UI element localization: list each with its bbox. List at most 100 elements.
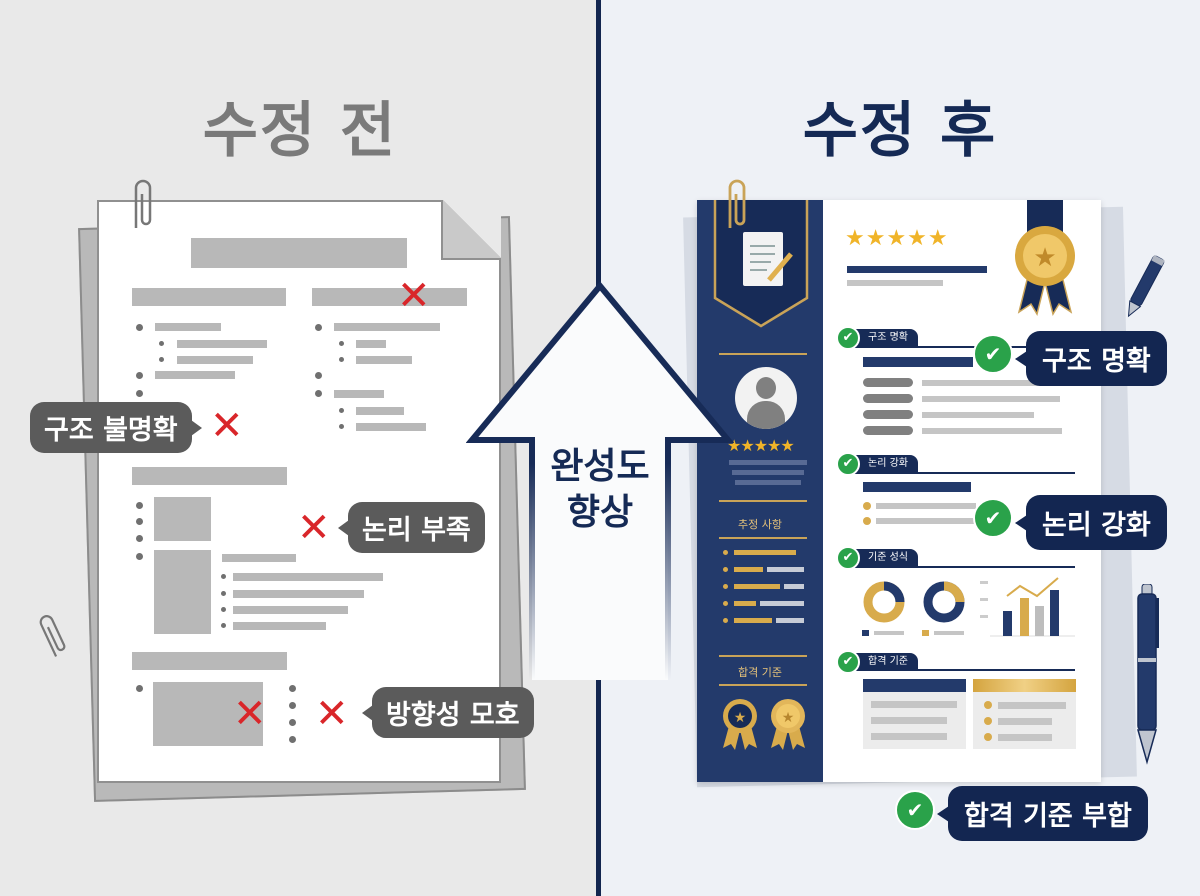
text-line (233, 573, 383, 581)
text-line (356, 356, 412, 364)
rating-stars: ★★★★★ (845, 226, 949, 251)
check-icon: ✔ (836, 326, 860, 350)
text-line (334, 390, 384, 398)
bullet (315, 324, 322, 331)
callout-direction-vague: 방향성 모호 (362, 687, 534, 738)
page-fold-corner (441, 200, 501, 260)
card-header (863, 679, 966, 692)
before-document (97, 200, 501, 783)
paperclip-icon (728, 179, 746, 228)
bullet (136, 324, 143, 331)
doc-heading-placeholder (191, 238, 407, 268)
section-tab: 합격 기준 (850, 653, 918, 671)
text-line (732, 470, 804, 475)
callout-logic-lacking: 논리 부족 (338, 502, 485, 553)
svg-text:★: ★ (782, 710, 795, 726)
x-mark-icon: ✕ (297, 505, 331, 551)
bullet (221, 623, 226, 628)
text-line (177, 356, 253, 364)
card-header (973, 679, 1076, 692)
after-title: 수정 후 (802, 96, 998, 166)
check-icon: ✔ (895, 790, 935, 830)
bullet (863, 502, 871, 510)
section-bar (132, 288, 286, 306)
image-placeholder (154, 497, 211, 541)
bullet (136, 553, 143, 560)
arrow-label-line1: 완성도 (550, 446, 650, 487)
x-mark-icon: ✕ (233, 691, 267, 737)
bullet (315, 372, 322, 379)
sidebar-section-label: 추정 사항 (738, 518, 782, 531)
avatar (735, 367, 797, 429)
divider (719, 684, 807, 686)
banner-shield (713, 200, 809, 328)
paperclip-icon (39, 615, 66, 657)
callout-structure-clear: 구조 명확 (1015, 331, 1167, 386)
text-line (871, 701, 957, 708)
check-icon: ✔ (973, 498, 1013, 538)
skill-bar (734, 618, 772, 623)
text-line (871, 733, 947, 740)
image-placeholder (154, 550, 211, 634)
x-mark-icon: ✕ (315, 691, 349, 737)
bullet (136, 390, 143, 397)
text-line (334, 323, 440, 331)
check-icon: ✔ (836, 546, 860, 570)
svg-text:★: ★ (1033, 243, 1056, 273)
text-line (729, 460, 807, 465)
text-line (356, 407, 404, 415)
avatar-body (747, 401, 785, 429)
text-line (922, 396, 1060, 402)
bullet (339, 408, 344, 413)
bullet (984, 717, 992, 725)
arrow-label-line2: 향상 (566, 492, 634, 533)
section-tab: 논리 강화 (850, 455, 918, 473)
criteria-card (973, 679, 1076, 749)
svg-text:★: ★ (734, 710, 747, 726)
text-line (735, 480, 801, 485)
name-bar (847, 266, 987, 273)
bullet (289, 685, 296, 692)
bullet (984, 733, 992, 741)
resume-sidebar: ★★★★★ 추정 사항 합격 기준 ★ ★ (697, 200, 823, 782)
bullet (136, 502, 143, 509)
skill-bar (734, 567, 763, 572)
text-line (922, 380, 1077, 386)
divider (719, 655, 807, 657)
check-icon: ✔ (836, 650, 860, 674)
bullet (221, 574, 226, 579)
bullet (136, 535, 143, 542)
avatar-head (756, 377, 776, 399)
paperclip-icon (134, 179, 152, 228)
bullet (136, 518, 143, 525)
bullet (723, 567, 728, 572)
text-line (177, 340, 267, 348)
bullet (159, 341, 164, 346)
text-line (863, 482, 971, 492)
medal-icon: ★ (723, 699, 757, 750)
section-tab: 기준 성식 (850, 549, 918, 567)
section-bar (312, 288, 467, 306)
section-bar (132, 652, 287, 670)
bullet (339, 424, 344, 429)
bullet (136, 685, 143, 692)
bullet (289, 736, 296, 743)
skill-bar-rest (767, 567, 804, 572)
text-line (998, 718, 1052, 725)
callout-structure-unclear: 구조 불명확 (30, 402, 202, 453)
award-medal-icon: ★ (1015, 200, 1075, 316)
bullet (723, 618, 728, 623)
text-line (876, 518, 976, 524)
bullet (221, 591, 226, 596)
skill-bar-rest (784, 584, 804, 589)
text-line (863, 357, 973, 367)
divider (719, 537, 807, 539)
section-rule (850, 669, 1075, 671)
pen-icon (1127, 255, 1165, 318)
divider (719, 500, 807, 502)
bullet (723, 601, 728, 606)
text-line (922, 412, 1034, 418)
text-line (998, 734, 1052, 741)
text-line (922, 428, 1062, 434)
check-icon: ✔ (973, 334, 1013, 374)
